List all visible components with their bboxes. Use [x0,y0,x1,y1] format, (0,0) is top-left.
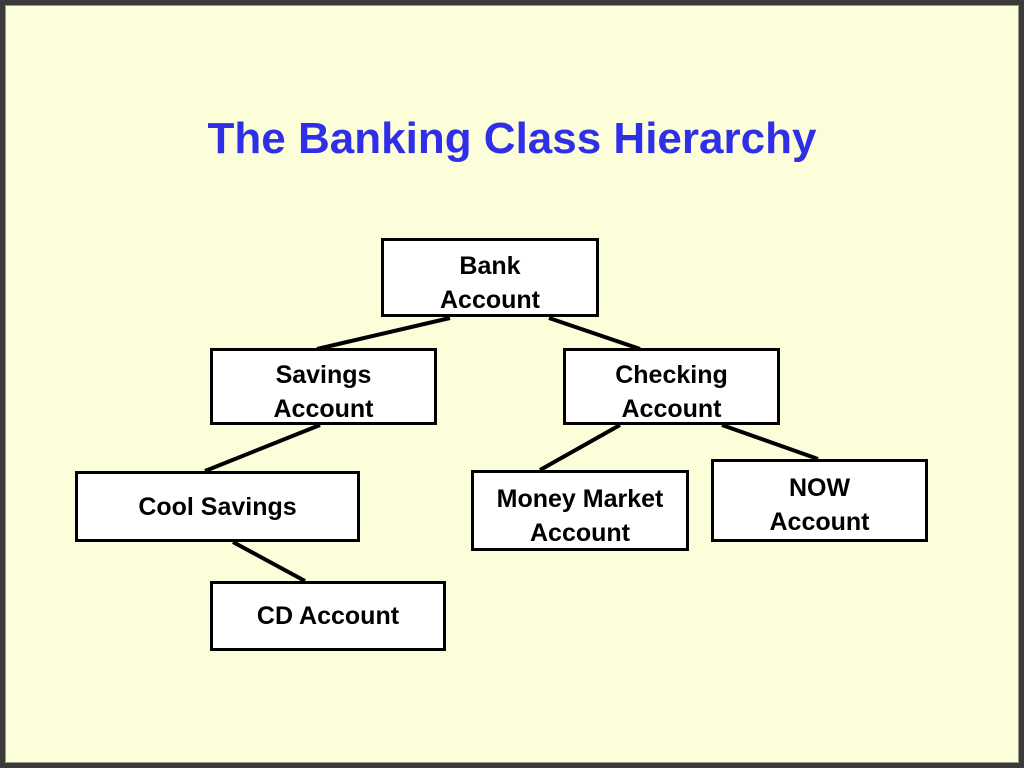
node-bank-account: Bank Account [381,238,599,317]
edge-bank-to-savings [316,316,451,351]
node-cd-account: CD Account [210,581,446,651]
node-checking-account-line2: Account [621,395,722,423]
edge-checking-to-now [721,423,819,461]
node-money-market-line2: Account [530,519,630,547]
node-cd-account-label: CD Account [256,602,400,630]
edge-checking-to-money-market [539,423,621,472]
node-checking-account: Checking Account [563,348,780,425]
node-money-market-line1: Money Market [496,485,664,513]
node-money-market-account: Money Market Account [471,470,689,551]
edge-bank-to-checking [548,316,641,351]
node-cool-savings: Cool Savings [75,471,360,542]
node-savings-account-line2: Account [273,395,374,423]
node-now-account-line2: Account [769,508,870,536]
node-cool-savings-label: Cool Savings [138,492,297,521]
node-savings-account-line1: Savings [275,361,372,389]
node-savings-account: Savings Account [210,348,437,425]
node-bank-account-line2: Account [440,286,540,314]
edge-savings-to-cool-savings [204,423,321,473]
node-now-account-line1: NOW [788,474,851,502]
edge-cool-savings-to-cd [232,540,306,583]
node-checking-account-line1: Checking [615,361,728,389]
node-bank-account-line1: Bank [459,252,521,280]
diagram-title: The Banking Class Hierarchy [207,114,817,163]
node-now-account: NOW Account [711,459,928,542]
